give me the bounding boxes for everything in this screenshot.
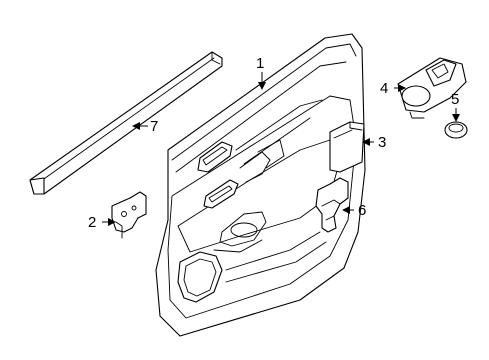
door-trim-panel (155, 33, 366, 337)
callout-1: 1 (256, 55, 266, 90)
callout-6: 6 (342, 202, 366, 219)
callout-3: 3 (362, 134, 386, 151)
svg-text:1: 1 (256, 55, 264, 72)
belt-moulding-strip (29, 51, 223, 195)
round-cap (444, 121, 468, 139)
switch-connector (315, 177, 349, 233)
callout-5: 5 (451, 91, 460, 122)
svg-text:6: 6 (358, 202, 366, 219)
svg-text:2: 2 (88, 214, 96, 231)
callout-2: 2 (88, 214, 116, 231)
svg-text:3: 3 (378, 134, 386, 151)
trim-pad (329, 121, 365, 173)
svg-text:4: 4 (380, 80, 388, 97)
callout-7: 7 (132, 118, 158, 135)
window-switch-assembly (397, 57, 467, 119)
callout-4: 4 (380, 80, 406, 97)
svg-text:7: 7 (150, 118, 158, 135)
svg-text:5: 5 (451, 91, 459, 108)
mounting-bracket (111, 191, 147, 239)
